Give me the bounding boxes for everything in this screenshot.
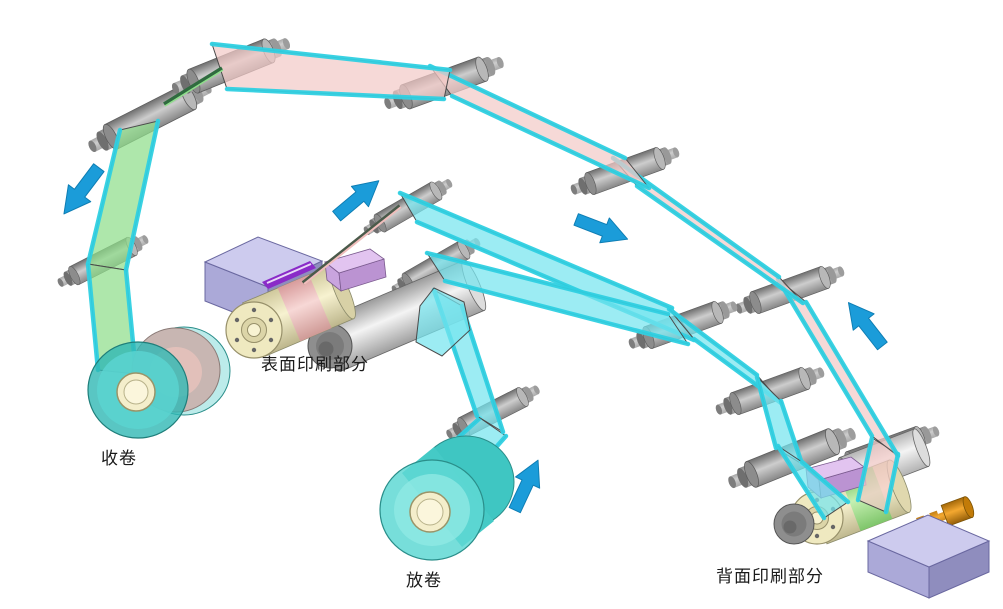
unwind-roll — [379, 435, 515, 561]
front-print-unit — [203, 236, 487, 372]
control-box — [866, 514, 991, 599]
web-return-diagonal-1 — [429, 65, 650, 189]
takeup-roll — [87, 326, 231, 439]
label-front-print: 表面印刷部分 — [261, 355, 369, 374]
return-flow-arrow — [837, 293, 894, 355]
web-edge-on-takeup-transfer — [163, 66, 223, 106]
doctor-blade-front — [324, 248, 387, 292]
label-back-print: 背面印刷部分 — [716, 567, 824, 586]
web-wrap-impression-front — [415, 287, 471, 357]
transfer-flow-arrow — [570, 206, 633, 253]
label-unwind: 放卷 — [406, 571, 442, 590]
plate-cylinder-front-hub — [225, 301, 283, 359]
label-takeup: 收卷 — [101, 449, 137, 468]
web-edge-on-front-print-exit — [301, 204, 402, 285]
